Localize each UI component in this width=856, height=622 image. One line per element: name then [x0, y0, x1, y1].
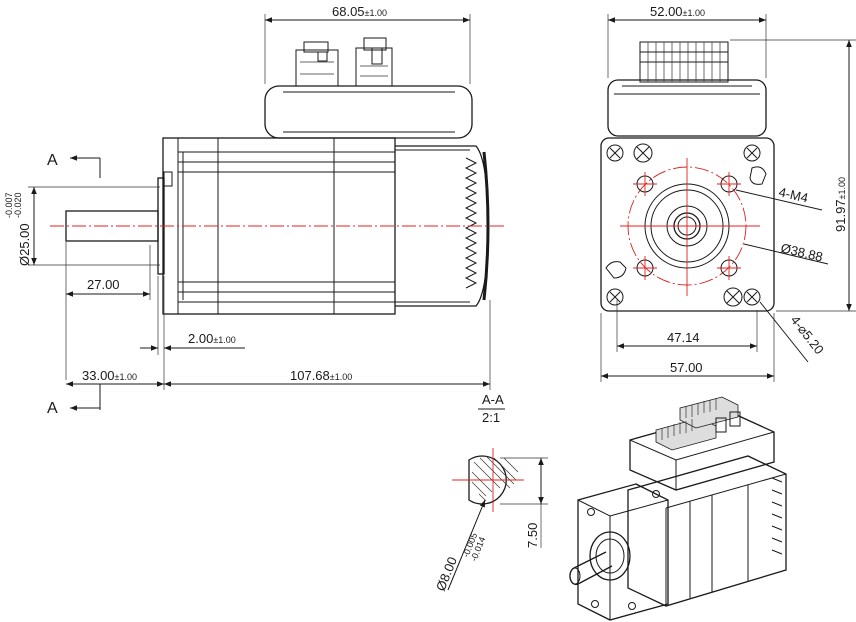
front-view: 52.00±1.00 91.97±1.00 4-M4 Ø38.88 47.14 — [600, 4, 856, 382]
section-letter-top: A — [47, 152, 58, 169]
section-view: A-A 2:1 7.50 Ø8.00 -0.005 -0.014 — [433, 392, 548, 593]
svg-text:57.00: 57.00 — [670, 360, 703, 375]
m4-holes — [633, 172, 741, 280]
corner-holes — [605, 143, 767, 307]
svg-text:91.97±1.00: 91.97±1.00 — [833, 177, 848, 232]
svg-text:47.14: 47.14 — [667, 330, 700, 345]
dim-end-width: 52.00±1.00 — [607, 4, 767, 78]
dim-m4-holes: 4-M4 — [735, 184, 823, 211]
svg-text:Ø38.88: Ø38.88 — [779, 240, 824, 264]
svg-text:52.00±1.00: 52.00±1.00 — [650, 4, 705, 19]
dim-section-shaft: Ø8.00 -0.005 -0.014 — [433, 499, 487, 593]
isometric-view — [569, 396, 787, 621]
front-driver-box — [607, 79, 767, 137]
section-title: A-A — [482, 392, 504, 407]
dim-overall-lengths: 33.00±1.00 107.68±1.00 — [66, 300, 491, 390]
dim-top-width: 68.05±1.00 — [264, 4, 471, 84]
cooling-fins — [464, 151, 490, 301]
svg-text:2.00±1.00: 2.00±1.00 — [188, 331, 236, 346]
dim-flange-thickness: 2.00±1.00 — [140, 276, 245, 390]
iso-terminals — [655, 396, 741, 451]
dim-shaft-length: 27.00 — [65, 242, 151, 380]
dim-height: 91.97±1.00 — [730, 39, 856, 312]
top-connectors — [295, 37, 393, 87]
dim-shaft-diameter: Ø25.00 -0.007 -0.020 — [4, 186, 160, 266]
dim-pcd: Ø38.88 — [743, 240, 829, 265]
svg-text:-0.007: -0.007 — [4, 192, 14, 218]
front-terminal-block — [639, 41, 729, 83]
dim-flat-height: 7.50 — [500, 457, 548, 548]
section-marker-top: A — [47, 152, 101, 178]
svg-text:Ø8.00: Ø8.00 — [433, 555, 460, 593]
svg-text:4-M4: 4-M4 — [777, 184, 809, 205]
svg-text:33.00±1.00: 33.00±1.00 — [82, 368, 137, 383]
section-scale: 2:1 — [482, 410, 500, 425]
shaft-dia-label: Ø25.00 — [17, 223, 32, 266]
dim-flange-size: 57.00 — [600, 313, 775, 382]
svg-text:27.00: 27.00 — [87, 277, 120, 292]
dim-hole-spacing: 47.14 — [616, 300, 758, 352]
front-flange — [600, 137, 775, 312]
section-letter-bottom: A — [47, 400, 58, 417]
section-shaft — [468, 455, 507, 505]
section-marker-bottom: A — [47, 384, 101, 417]
driver-box — [264, 85, 473, 139]
svg-text:68.05±1.00: 68.05±1.00 — [332, 4, 387, 19]
svg-text:-0.020: -0.020 — [13, 192, 23, 218]
svg-text:4-⌀5.20: 4-⌀5.20 — [788, 313, 827, 357]
svg-text:7.50: 7.50 — [525, 523, 540, 548]
svg-text:107.68±1.00: 107.68±1.00 — [290, 368, 352, 383]
side-view: A A 68.05±1.00 Ø25.00 -0.007 -0.020 — [4, 4, 505, 417]
